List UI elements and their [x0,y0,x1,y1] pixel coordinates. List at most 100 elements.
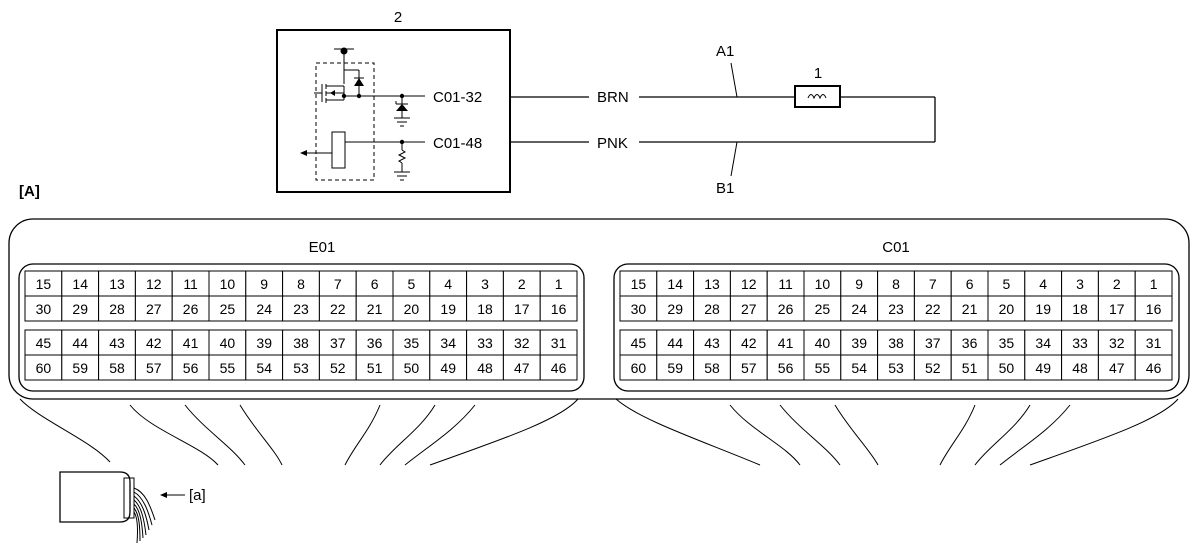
pin-number: 55 [815,360,831,376]
zener-diode-icon [394,96,410,127]
pin-cell [134,329,173,356]
pin-number: 60 [631,360,647,376]
pin-number: 60 [36,360,52,376]
pin-cell [392,270,431,297]
pin-number: 14 [72,276,88,292]
pin-cell [502,295,541,322]
pin-number: 50 [404,360,420,376]
pin-cell [693,329,731,356]
pin-number: 38 [888,335,904,351]
pin-number: 34 [440,335,456,351]
coil-element-icon [300,131,425,169]
pin-cell [877,354,915,381]
pin-cell [171,354,210,381]
pin-number: 12 [741,276,757,292]
pin-cell [987,295,1026,322]
pin-cell [355,270,394,297]
pin-number: 53 [888,360,904,376]
pin-number: 5 [1003,276,1011,292]
pin-cell [98,354,136,381]
pin-number: 25 [220,301,236,317]
pin-number: 6 [371,276,379,292]
pin-cell [729,354,768,381]
pin-cell [656,354,695,381]
pin-cell [693,295,731,322]
pin-number: 11 [778,276,793,292]
wire-id-top: A1 [716,43,734,60]
pin-number: 35 [999,335,1015,351]
pin-number: 9 [855,276,863,292]
pin-cell [245,295,284,322]
pin-number: 39 [256,335,272,351]
pin-number: 55 [220,360,236,376]
pin-number: 36 [962,335,978,351]
pin-cell [171,329,210,356]
connector-name-c01: C01 [882,239,910,256]
pin-cell [245,329,284,356]
pin-cell [24,354,63,381]
pin-cell [208,270,247,297]
pin-number: 2 [518,276,526,292]
pin-cell [1024,270,1063,297]
pin-cell [619,295,658,322]
pin-number: 21 [367,301,383,317]
pin-number: 33 [1072,335,1088,351]
pin-cell [656,270,695,297]
pin-number: 29 [667,301,683,317]
pin-number: 20 [404,301,420,317]
pin-number: 58 [704,360,720,376]
pin-cell [729,329,768,356]
harness-wires [19,398,1179,466]
pin-number: 23 [293,301,309,317]
pin-number: 51 [367,360,383,376]
pin-number: 23 [888,301,904,317]
pin-cell [950,354,989,381]
pin-number: 44 [667,335,683,351]
pin-cell [171,295,210,322]
pin-number: 50 [999,360,1015,376]
pin-number: 45 [631,335,647,351]
pin-number: 27 [741,301,757,317]
pin-number: 26 [183,301,199,317]
pin-cell [282,295,320,322]
pin-cell [1061,270,1099,297]
pin-cell [987,270,1026,297]
pin-cell [539,354,578,381]
pin-number: 2 [1113,276,1121,292]
pin-number: 53 [293,360,309,376]
pin-number: 54 [256,360,272,376]
pin-number: 18 [477,301,493,317]
pin-cell [1097,295,1136,322]
pin-number: 52 [330,360,346,376]
pin-number: 19 [440,301,456,317]
pin-number: 26 [778,301,794,317]
pin-number: 32 [1109,335,1125,351]
pin-number: 16 [1146,301,1162,317]
pin-cell [803,270,842,297]
pin-cell [318,329,357,356]
pin-cell [656,295,695,322]
pin-number: 54 [851,360,867,376]
pin-number: 15 [36,276,52,292]
pin-number: 4 [444,276,452,292]
pin-number: 21 [962,301,978,317]
pin-number: 56 [778,360,794,376]
pin-cell [134,354,173,381]
pin-number: 44 [72,335,88,351]
pin-number: 46 [551,360,567,376]
pin-number: 33 [477,335,493,351]
pin-cell [913,329,952,356]
pin-cell [24,295,63,322]
pin-number: 7 [929,276,937,292]
pin-number: 51 [962,360,978,376]
pin-cell [803,329,842,356]
pin-cell [208,295,247,322]
pin-number: 1 [555,276,563,292]
pin-cell [840,354,879,381]
pin-cell [950,270,989,297]
pin-number: 11 [183,276,198,292]
pin-number: 39 [851,335,867,351]
pin-cell [502,270,541,297]
wire-id-bottom: B1 [716,180,734,197]
